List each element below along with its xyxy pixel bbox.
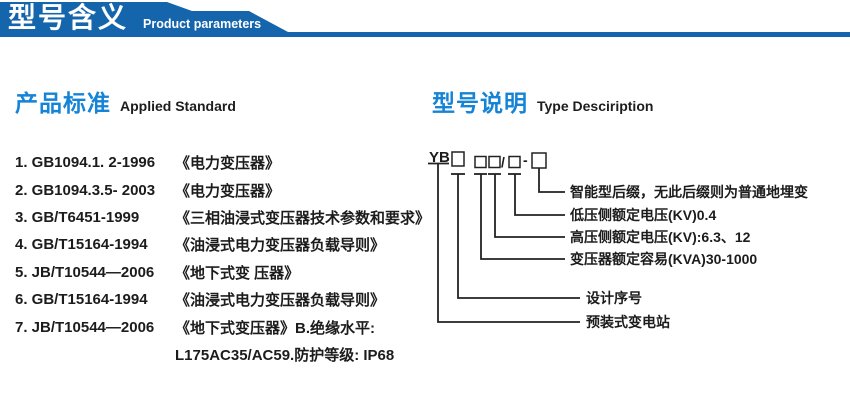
- label-smart-suffix: 智能型后缀，无此后缀则为普通地埋变: [569, 184, 808, 200]
- applied-standard-heading-cn: 产品标准: [15, 90, 111, 116]
- label-design-serial: 设计序号: [586, 290, 642, 306]
- standard-row-5: 5. JB/T10544—2006 《地下式变 压器》: [15, 259, 445, 286]
- dash-symbol: -: [523, 152, 528, 168]
- applied-standard-heading: 产品标准 Applied Standard: [15, 84, 236, 118]
- label-prefab-substation: 预装式变电站: [586, 314, 670, 330]
- standard-code: 1. GB1094.1. 2-1996: [15, 154, 156, 172]
- type-description-heading: 型号说明 Type Desciription: [432, 84, 653, 118]
- code-box-hv: [488, 155, 501, 169]
- standard-code: 3. GB/T6451-1999: [15, 208, 140, 226]
- standard-code: 6. GB/T15164-1994: [15, 291, 148, 309]
- label-hv-voltage: 高压侧额定电压(KV):6.3、12: [570, 229, 751, 245]
- standard-title: 《电力变压器》: [175, 155, 281, 173]
- connector-design-serial: [457, 174, 580, 299]
- standard-title: 《三相油浸式变压器技术参数和要求》: [175, 209, 431, 227]
- standard-row-6: 6. GB/T15164-1994 《油浸式电力变压器负载导则》: [15, 286, 445, 313]
- code-box-design-serial: [451, 151, 465, 167]
- connector-prefix: [437, 163, 580, 323]
- code-box-lv: [508, 155, 521, 169]
- standard-code: 4. GB/T15164-1994: [15, 236, 148, 254]
- slash-symbol: /: [501, 154, 505, 170]
- standard-title: 《油浸式电力变压器负载导则》: [175, 237, 386, 255]
- model-prefix-text: YB: [429, 149, 450, 166]
- applied-standard-heading-en: Applied Standard: [120, 98, 236, 114]
- standard-code: 2. GB1094.3.5- 2003: [15, 181, 156, 199]
- standard-row-1: 1. GB1094.1. 2-1996 《电力变压器》: [15, 149, 445, 176]
- connector-capacity: [480, 174, 565, 260]
- standards-list: 1. GB1094.1. 2-1996 《电力变压器》 2. GB1094.3.…: [15, 149, 445, 368]
- page-title: 型号含义: [8, 2, 129, 33]
- standard-code: 7. JB/T10544—2006: [15, 318, 155, 336]
- type-description-heading-en: Type Desciription: [537, 98, 654, 114]
- type-description-heading-cn: 型号说明: [432, 90, 528, 116]
- code-box-capacity: [474, 155, 487, 169]
- label-lv-voltage: 低压侧额定电压(KV)0.4: [569, 207, 716, 223]
- standard-title: 《油浸式电力变压器负载导则》: [175, 292, 386, 310]
- standard-continuation: L175AC35/AC59.防护等级: IP68: [175, 346, 395, 364]
- standard-row-4: 4. GB/T15164-1994 《油浸式电力变压器负载导则》: [15, 231, 445, 258]
- standard-title: 《地下式变 压器》: [175, 264, 300, 282]
- header-banner: 型号含义 Product parameters: [0, 0, 850, 40]
- standard-row-2: 2. GB1094.3.5- 2003 《电力变压器》: [15, 176, 445, 203]
- type-designation-diagram: YB / - 智能型后缀，无此后缀则为普通地埋变 低压侧额定电压(KV)0.4 …: [428, 149, 808, 330]
- standard-row-7-continuation: L175AC35/AC59.防护等级: IP68: [15, 341, 445, 368]
- standard-code: 5. JB/T10544—2006: [15, 263, 155, 281]
- label-rated-capacity: 变压器额定容易(KVA)30-1000: [570, 251, 757, 267]
- connector-lv: [514, 174, 565, 216]
- code-box-smart-suffix: [531, 152, 547, 169]
- connector-hv: [494, 174, 565, 238]
- standard-title: 《电力变压器》: [175, 182, 281, 200]
- standard-row-7: 7. JB/T10544—2006 《地下式变压器》B.绝缘水平:: [15, 313, 445, 340]
- connector-smart-suffix: [538, 168, 565, 193]
- banner-ribbon-shape: [0, 2, 850, 37]
- page-subtitle: Product parameters: [143, 17, 262, 31]
- standard-title: 《地下式变压器》B.绝缘水平:: [175, 319, 375, 337]
- standard-row-3: 3. GB/T6451-1999 《三相油浸式变压器技术参数和要求》: [15, 204, 445, 231]
